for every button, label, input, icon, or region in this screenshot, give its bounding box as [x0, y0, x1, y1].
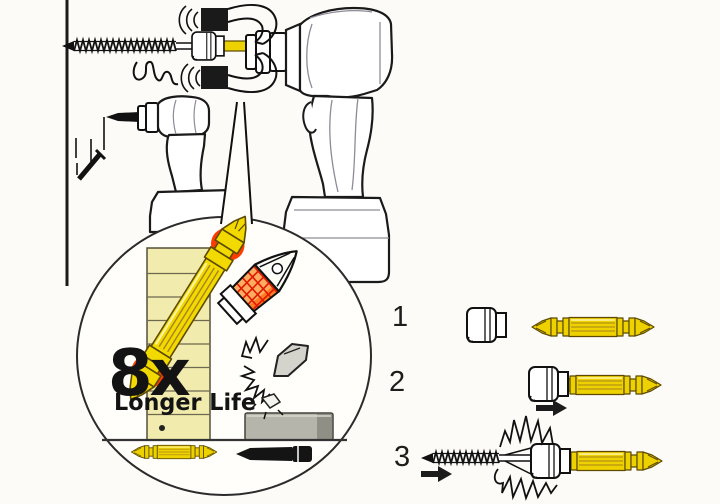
- large-impact-driver: [282, 6, 394, 284]
- vibration-arcs-bottom-icon: [180, 63, 201, 93]
- bar-base-dot: [159, 425, 165, 431]
- step-3-burst-bottom: [493, 468, 558, 501]
- step-3-screw: [421, 447, 532, 475]
- caption-text: Longer Life: [114, 390, 256, 416]
- magnet-top-icon: [201, 4, 278, 45]
- step-2-arrow: [536, 400, 567, 416]
- step-3-sleeve: [530, 443, 571, 479]
- step-3-number: 3: [394, 441, 411, 473]
- bit-snap-burst: [239, 335, 309, 420]
- step-1-bit: [531, 316, 655, 338]
- small-drill-bit: [106, 112, 140, 122]
- motion-dashes: [75, 138, 92, 175]
- step-1-number: 1: [392, 301, 409, 333]
- magnifier-pointer-wedge: [220, 101, 253, 227]
- small-impact-driver: [106, 95, 244, 234]
- gold-bit-diagonal: [129, 215, 247, 401]
- gold-bit-small: [130, 444, 218, 460]
- vibration-squiggle: [132, 60, 179, 86]
- step-2-sleeve: [528, 366, 569, 402]
- step-3-arrow: [421, 466, 452, 482]
- step-1-sleeve: [466, 307, 507, 343]
- life-bar-standard-shade: [317, 414, 332, 439]
- stopper-sleeve-top: [191, 31, 225, 61]
- black-bit-small: [236, 446, 312, 462]
- screw-long: [62, 36, 194, 55]
- step-2-number: 2: [389, 366, 406, 398]
- magnet-bottom-icon: [201, 52, 278, 93]
- bit-tip-closeup: [216, 250, 298, 326]
- step-3-burst-top: [499, 415, 554, 448]
- falling-screw-icon: [77, 148, 107, 181]
- vibration-arcs-top-icon: [178, 5, 199, 35]
- multiplier-text: 8x: [108, 337, 191, 411]
- drill-chuck: [245, 30, 287, 74]
